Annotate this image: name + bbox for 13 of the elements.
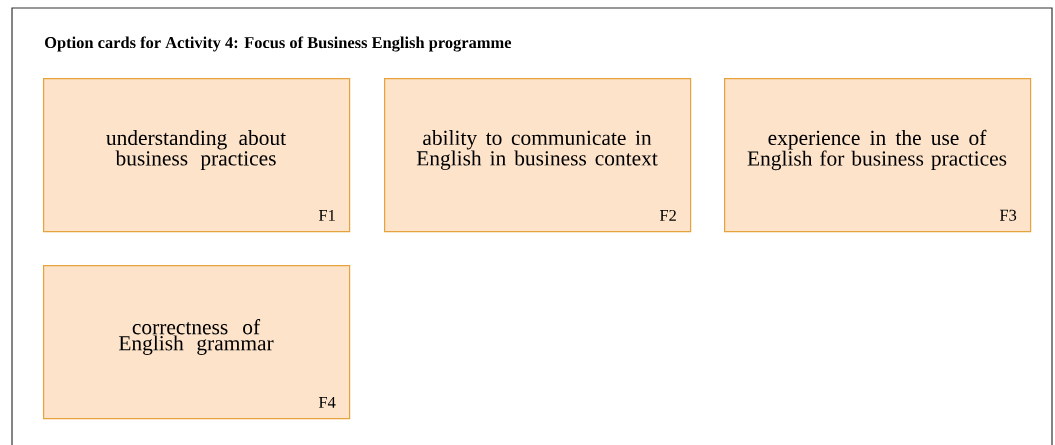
card-code: F4 <box>318 397 336 408</box>
card-text: understanding about business practices <box>106 130 286 170</box>
card-text: ability to communicate in English in business context <box>416 130 658 170</box>
title: Option cards for Activity 4: Focus of Business English programme <box>45 36 512 52</box>
card-text: correctness of English grammar <box>118 319 274 355</box>
option-card <box>43 78 351 233</box>
option-card <box>724 78 1032 233</box>
card-code: F1 <box>318 209 335 221</box>
option-card <box>43 265 351 420</box>
card-text: experience in the use of English for business practices <box>747 129 1007 171</box>
card-code: F3 <box>999 209 1017 221</box>
option-card <box>384 78 692 233</box>
card-code: F2 <box>659 209 676 221</box>
